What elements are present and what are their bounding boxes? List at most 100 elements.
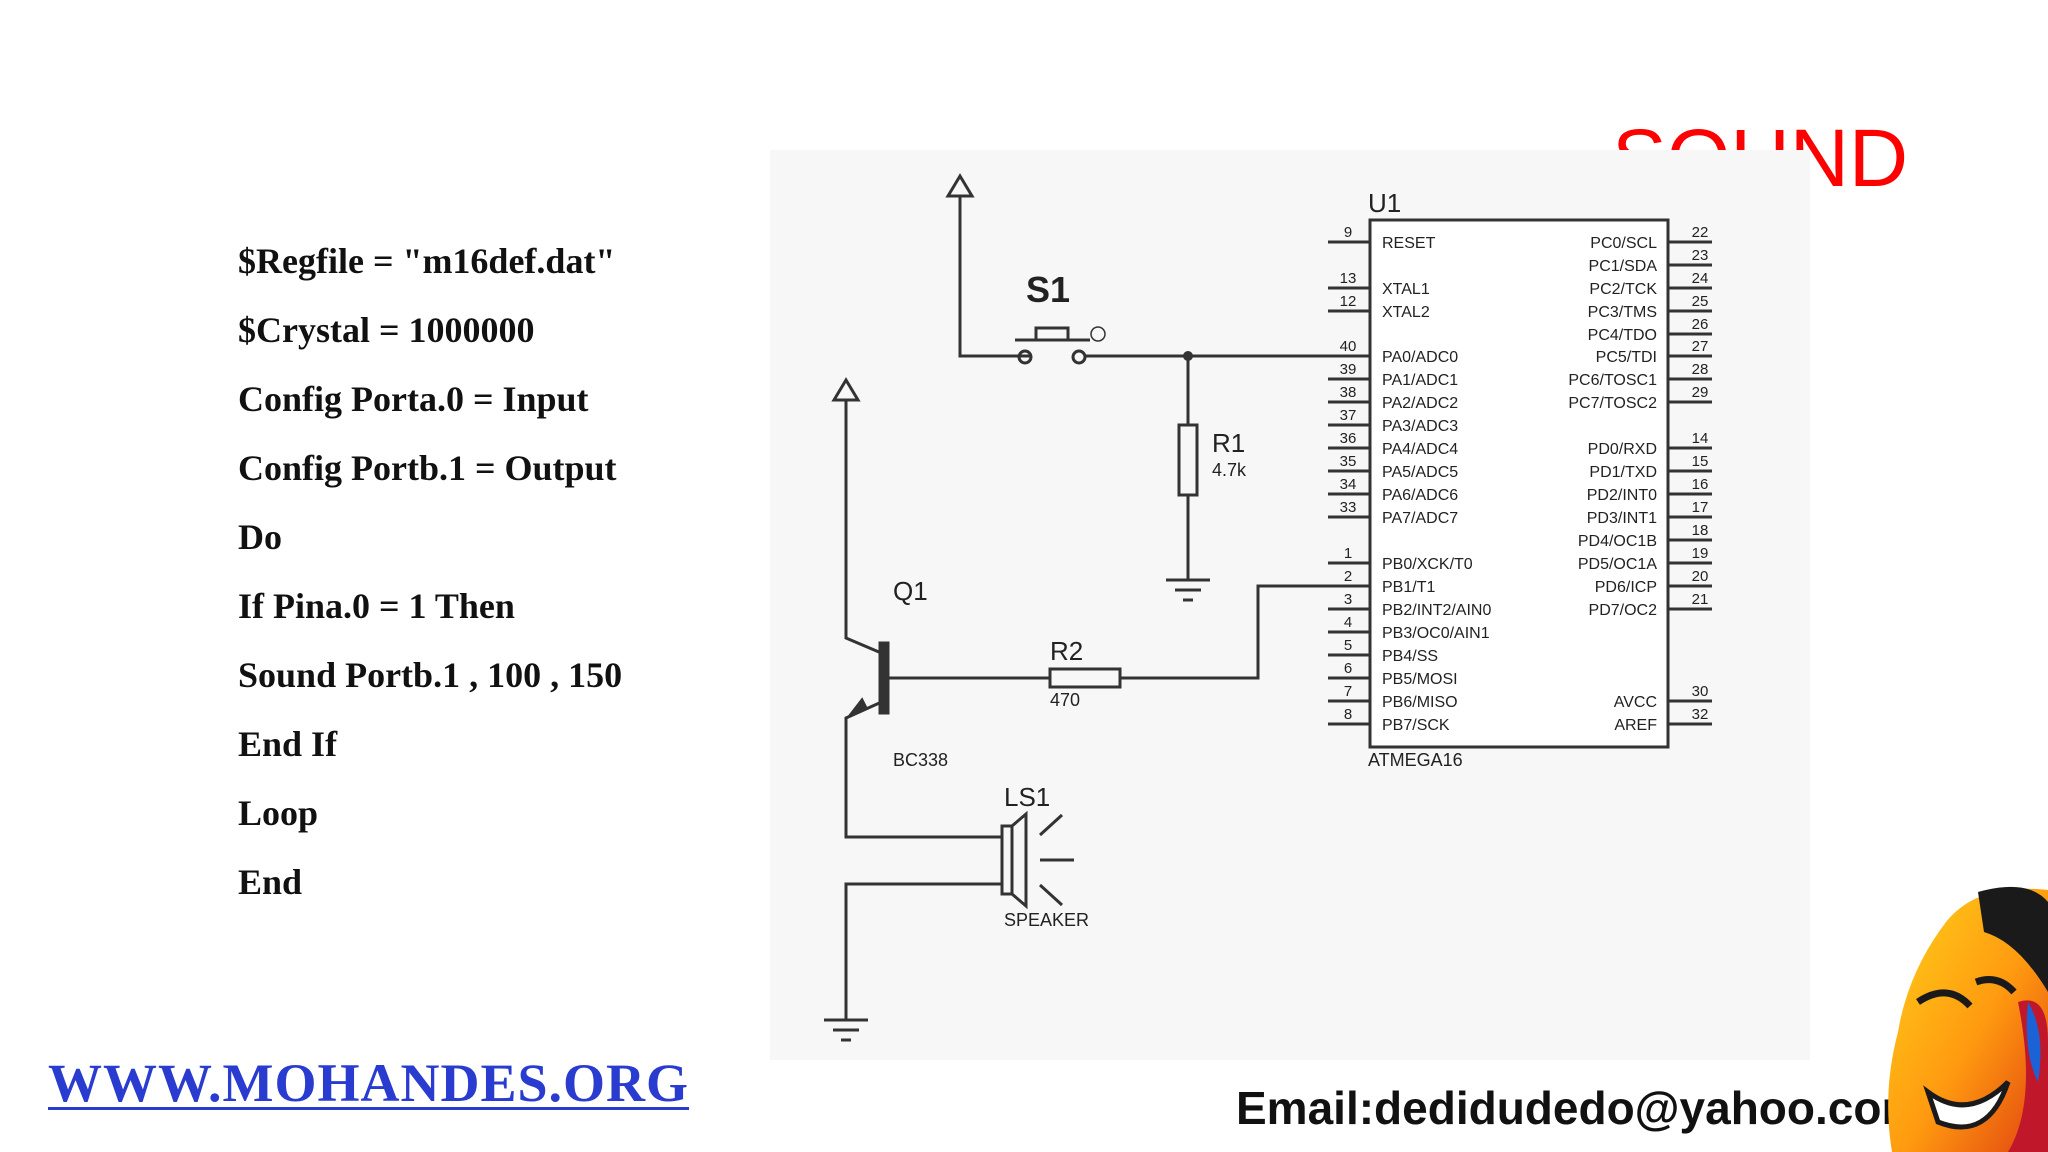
mcu-pin-label: PD5/OC1A (1578, 556, 1657, 573)
code-line: $Crystal = 1000000 (238, 310, 535, 350)
mcu-ref: U1 (1368, 188, 1401, 218)
mcu-pin-label: PA4/ADC4 (1382, 441, 1458, 458)
mcu-pin-number: 37 (1340, 407, 1357, 424)
mcu-pin-number: 40 (1340, 338, 1357, 355)
mcu-pin-label: PA5/ADC5 (1382, 464, 1458, 481)
mcu-pin-number: 30 (1692, 683, 1709, 700)
vcc-arrow-icon (831, 377, 861, 402)
mcu-pin-label: PA3/ADC3 (1382, 418, 1458, 435)
mcu-pin-number: 34 (1340, 476, 1357, 493)
resistor-r2-icon (1048, 667, 1122, 689)
mcu-pin-label: PA1/ADC1 (1382, 372, 1458, 389)
q1-ref: Q1 (893, 576, 928, 606)
junction-dot (1183, 351, 1193, 361)
mcu-pin-number: 22 (1692, 224, 1709, 241)
mcu-pin-number: 32 (1692, 706, 1709, 723)
code-line: $Regfile = "m16def.dat" (238, 241, 616, 281)
mcu-pin-label: PC7/TOSC2 (1568, 395, 1657, 412)
wire-vcc-to-s1 (958, 196, 1030, 358)
mcu-pin-label: RESET (1382, 235, 1436, 252)
mcu-pin-number: 23 (1692, 247, 1709, 264)
mcu-pin-label: PD6/ICP (1595, 579, 1657, 596)
contact-email: Email:dedidudedo@yahoo.com (1236, 1082, 1923, 1134)
ls1-ref: LS1 (1004, 782, 1050, 812)
mcu-pin-number: 29 (1692, 384, 1709, 401)
mcu-pin-label: PA7/ADC7 (1382, 510, 1458, 527)
cartoon-face-image (1888, 886, 2048, 1152)
mcu-pin-number: 39 (1340, 361, 1357, 378)
mcu-pin-number: 16 (1692, 476, 1709, 493)
mcu-pin-number: 13 (1340, 270, 1357, 287)
mcu-pin-number: 7 (1344, 683, 1352, 700)
mcu-pin-number: 21 (1692, 591, 1709, 608)
vcc-arrow-icon (945, 173, 975, 198)
mcu-pin-label: PA6/ADC6 (1382, 487, 1458, 504)
mcu-pin-label: PB5/MOSI (1382, 671, 1458, 688)
mcu-pin-number: 4 (1344, 614, 1352, 631)
website-link[interactable]: WWW.MOHANDES.ORG (48, 1053, 690, 1113)
mcu-pin-label: PC4/TDO (1588, 327, 1657, 344)
r1-ref: R1 (1212, 428, 1245, 458)
mcu-pin-label: PA2/ADC2 (1382, 395, 1458, 412)
mcu-pin-label: XTAL1 (1382, 281, 1430, 298)
q1-part: BC338 (893, 750, 948, 770)
resistor-r1-icon (1177, 423, 1199, 497)
mcu-part: ATMEGA16 (1368, 750, 1463, 770)
mcu-pin-number: 38 (1340, 384, 1357, 401)
mcu-pin-label: PD1/TXD (1589, 464, 1657, 481)
mcu-pin-label: PC5/TDI (1596, 349, 1657, 366)
mcu-pin-label: PC3/TMS (1588, 304, 1657, 321)
mcu-pin-label: XTAL2 (1382, 304, 1430, 321)
r2-value: 470 (1050, 690, 1080, 710)
mcu-pin-label: PA0/ADC0 (1382, 349, 1458, 366)
mcu-pin-label: AREF (1614, 717, 1657, 734)
mcu-pin-label: PD2/INT0 (1587, 487, 1657, 504)
mcu-pin-number: 14 (1692, 430, 1709, 447)
r1-value: 4.7k (1212, 460, 1247, 480)
ls1-part: SPEAKER (1004, 910, 1089, 930)
mcu-pin-number: 24 (1692, 270, 1709, 287)
code-line: If Pina.0 = 1 Then (238, 586, 515, 626)
code-line: Loop (238, 793, 319, 833)
code-line: End (238, 862, 303, 902)
mcu-pin-label: PB3/OC0/AIN1 (1382, 625, 1490, 642)
mcu-pin-label: PC6/TOSC1 (1568, 372, 1657, 389)
code-line: End If (238, 724, 338, 764)
mcu-pin-label: PB6/MISO (1382, 694, 1458, 711)
code-line: Do (238, 517, 282, 557)
mcu-pin-number: 28 (1692, 361, 1709, 378)
mcu-pin-number: 36 (1340, 430, 1357, 447)
code-line: Config Portb.1 = Output (238, 448, 617, 488)
mcu-pin-label: PB7/SCK (1382, 717, 1450, 734)
mcu-pin-label: PB2/INT2/AIN0 (1382, 602, 1491, 619)
mcu-pin-number: 35 (1340, 453, 1357, 470)
npn-transistor-icon (847, 641, 890, 717)
mcu-pin-number: 20 (1692, 568, 1709, 585)
mcu-pin-number: 2 (1344, 568, 1352, 585)
code-line: Sound Portb.1 , 100 , 150 (238, 655, 623, 695)
mcu-pin-number: 18 (1692, 522, 1709, 539)
wire-speaker-to-gnd (844, 882, 1002, 1020)
ground-icon (1166, 578, 1210, 602)
mcu-pin-number: 25 (1692, 293, 1709, 310)
wire-vcc-to-collector (844, 400, 887, 657)
wire-pb1-to-r2 (1120, 584, 1328, 680)
code-listing: $Regfile = "m16def.dat" $Crystal = 100000… (238, 236, 622, 926)
mcu-pin-number: 15 (1692, 453, 1709, 470)
mcu-pin-number: 1 (1344, 545, 1352, 562)
mcu-pin-number: 5 (1344, 637, 1352, 654)
mcu-pin-label: PC0/SCL (1590, 235, 1657, 252)
mcu-pin-label: PD0/RXD (1588, 441, 1657, 458)
mcu-pin-label: PD7/OC2 (1589, 602, 1658, 619)
pushbutton-icon (1015, 326, 1090, 365)
mcu-pin-number: 3 (1344, 591, 1352, 608)
mcu-pin-label: PD3/INT1 (1587, 510, 1657, 527)
mcu-pin-number: 26 (1692, 316, 1709, 333)
speaker-icon (1000, 810, 1074, 910)
mcu-pin-label: PC2/TCK (1589, 281, 1657, 298)
mcu-pin-label: PB0/XCK/T0 (1382, 556, 1473, 573)
mcu-pin-label: AVCC (1614, 694, 1657, 711)
mcu-body (1368, 218, 1670, 749)
code-line: Config Porta.0 = Input (238, 379, 589, 419)
